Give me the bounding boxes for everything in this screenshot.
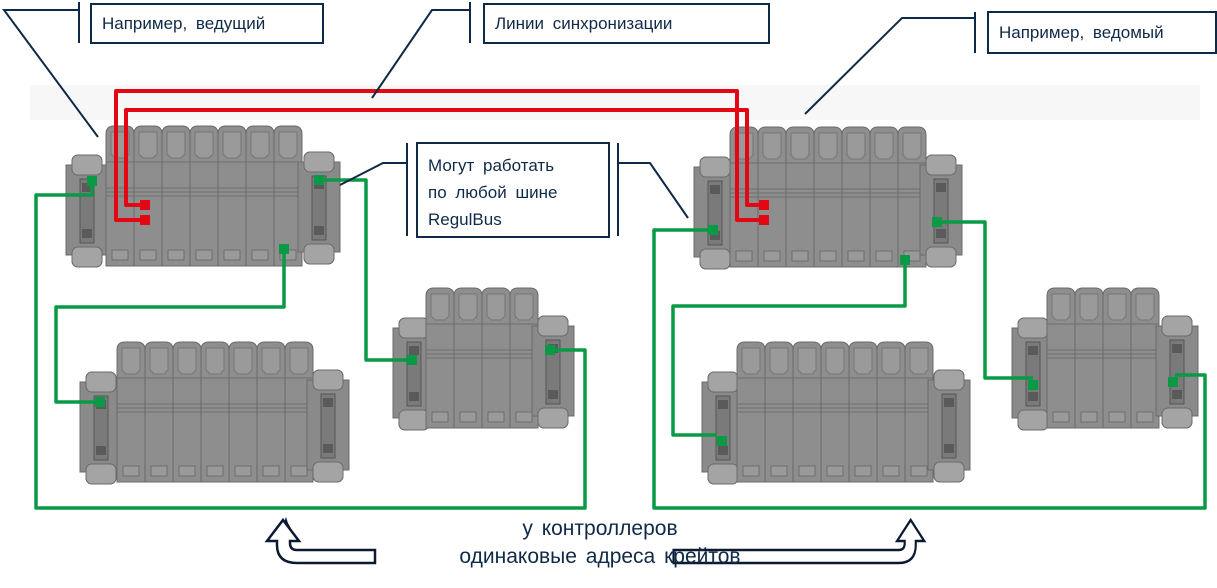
controller-slave-main (693, 126, 963, 270)
callout-regulbus-line3: RegulBus (428, 210, 502, 229)
controller-master-ext-1 (79, 341, 350, 485)
bottom-note-line2: одинаковые адреса крейтов (459, 545, 741, 568)
callout-slave: Например, ведомый (987, 11, 1217, 54)
sync-line-2 (124, 108, 766, 207)
callout-slave-text: Например, ведомый (999, 23, 1164, 42)
controller-master-ext-2 (392, 287, 575, 431)
controller-slave-ext-2 (1011, 287, 1199, 431)
leader-regulbus-right (619, 162, 689, 219)
callout-regulbus: Могут работать по любой шине RegulBus (416, 142, 610, 238)
bus-line-slave-ext1 (671, 260, 907, 437)
bottom-note: у контроллеров одинаковые адреса крейтов (390, 515, 810, 571)
callout-leaders (2, 2, 976, 236)
leader-slave (804, 17, 975, 115)
sync-connectors (140, 200, 769, 225)
callout-master: Например, ведущий (90, 3, 324, 44)
bus-line-master-ring (34, 182, 587, 510)
arrow-left-icon (264, 516, 377, 565)
sync-line-1 (114, 89, 766, 222)
callout-regulbus-line2: по любой шине (428, 183, 558, 202)
controller-master-main (65, 125, 341, 268)
leader-master (2, 9, 99, 138)
bus-lines (34, 178, 1207, 510)
leader-sync (371, 9, 470, 99)
leader-regulbus-left (339, 162, 406, 186)
bus-connectors (87, 175, 1178, 446)
bus-line-slave-ring (652, 228, 1207, 510)
sync-lines (114, 89, 766, 222)
arrow-right-icon (672, 517, 927, 565)
callout-sync-text: Линии синхронизации (495, 14, 673, 33)
bus-line-master-ext2 (320, 178, 412, 362)
bus-line-master-ext1 (54, 248, 286, 404)
callout-sync-lines: Линии синхронизации (483, 3, 770, 44)
callout-regulbus-line1: Могут работать (428, 156, 555, 175)
bus-line-slave-ext2 (937, 220, 1033, 380)
bottom-note-line1: у контроллеров (522, 517, 678, 540)
callout-master-text: Например, ведущий (102, 14, 266, 33)
controller-slave-ext-1 (701, 341, 971, 485)
